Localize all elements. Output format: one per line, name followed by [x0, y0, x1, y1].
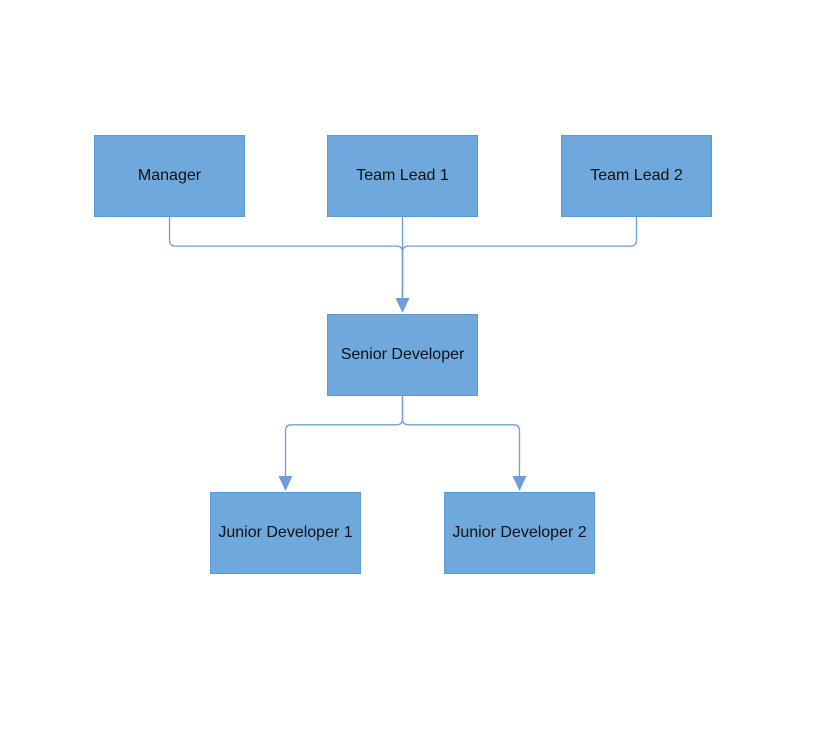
- node-junior-developer-2-label: Junior Developer 2: [452, 524, 587, 541]
- node-manager-label: Manager: [137, 167, 202, 184]
- connector-team-lead-2-to-senior-developer: [401, 217, 638, 302]
- node-senior-developer[interactable]: Senior Developer: [327, 314, 478, 396]
- connector-senior-developer-to-junior-developer-1: [284, 396, 404, 480]
- arrowhead-senior-developer: [395, 298, 410, 313]
- node-team-lead-2[interactable]: Team Lead 2: [561, 135, 712, 217]
- node-junior-developer-1-label: Junior Developer 1: [218, 524, 353, 541]
- arrowhead-junior-developer-2: [512, 476, 527, 491]
- node-team-lead-2-label: Team Lead 2: [590, 167, 683, 184]
- node-senior-developer-label: Senior Developer: [340, 346, 465, 363]
- arrowhead-junior-developer-1: [278, 476, 293, 491]
- node-junior-developer-2[interactable]: Junior Developer 2: [444, 492, 595, 574]
- connector-manager-to-senior-developer: [168, 217, 404, 302]
- node-manager[interactable]: Manager: [94, 135, 245, 217]
- node-team-lead-1[interactable]: Team Lead 1: [327, 135, 478, 217]
- node-team-lead-1-label: Team Lead 1: [356, 167, 449, 184]
- connector-senior-developer-to-junior-developer-2: [401, 396, 521, 480]
- node-junior-developer-1[interactable]: Junior Developer 1: [210, 492, 361, 574]
